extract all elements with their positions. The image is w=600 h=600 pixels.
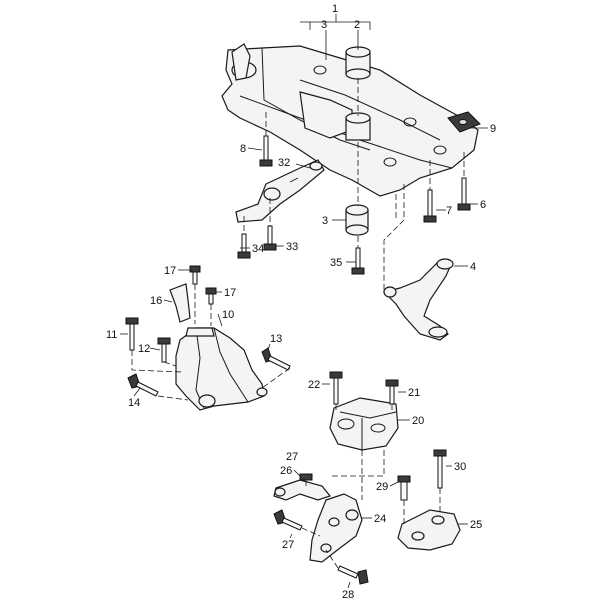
leader-lines <box>120 14 488 589</box>
callout-20: 20 <box>412 415 424 427</box>
callout-7: 7 <box>446 205 452 217</box>
torque-support <box>235 159 325 223</box>
callout-9: 9 <box>490 123 496 135</box>
callout-11: 11 <box>106 329 117 341</box>
callout-26: 26 <box>280 465 292 477</box>
upper-bushing <box>345 46 371 141</box>
callout-12: 12 <box>138 343 150 355</box>
engine-mount <box>175 327 268 411</box>
callout-29: 29 <box>376 481 388 493</box>
callout-3-upper: 3 <box>321 19 327 31</box>
callout-30: 30 <box>454 461 466 473</box>
callout-4: 4 <box>470 261 476 273</box>
callout-17-lower: 17 <box>224 287 236 299</box>
callout-2: 2 <box>354 19 360 31</box>
callout-25: 25 <box>470 519 482 531</box>
callout-27-lower: 27 <box>282 539 294 551</box>
callout-24: 24 <box>374 513 386 525</box>
callout-32: 32 <box>278 157 290 169</box>
callout-27-upper: 27 <box>286 451 298 463</box>
callout-3-lower: 3 <box>322 215 328 227</box>
callout-22: 22 <box>308 379 320 391</box>
callout-17-upper: 17 <box>164 265 176 277</box>
callout-21: 21 <box>408 387 420 399</box>
callout-14: 14 <box>128 397 140 409</box>
callout-33: 33 <box>286 241 298 253</box>
callout-13: 13 <box>270 333 282 345</box>
callout-28: 28 <box>342 589 354 600</box>
control-arm <box>382 258 454 341</box>
bolts <box>125 135 471 585</box>
callout-16: 16 <box>150 295 162 307</box>
gearbox-support <box>397 509 461 551</box>
mount-plate <box>447 111 481 133</box>
transmission-bracket <box>309 493 363 563</box>
callouts: 1 2 3 3 4 5 6 7 8 9 10 11 12 13 14 16 17… <box>106 3 496 600</box>
lower-bushing <box>345 204 369 236</box>
callout-6: 6 <box>480 199 486 211</box>
callout-10: 10 <box>222 309 234 321</box>
callout-8: 8 <box>240 143 246 155</box>
callout-35: 35 <box>330 257 342 269</box>
callout-1: 1 <box>332 3 338 15</box>
transmission-mount <box>329 397 399 451</box>
callout-34: 34 <box>252 243 264 255</box>
small-bracket <box>273 479 332 501</box>
heat-shield <box>169 283 191 323</box>
